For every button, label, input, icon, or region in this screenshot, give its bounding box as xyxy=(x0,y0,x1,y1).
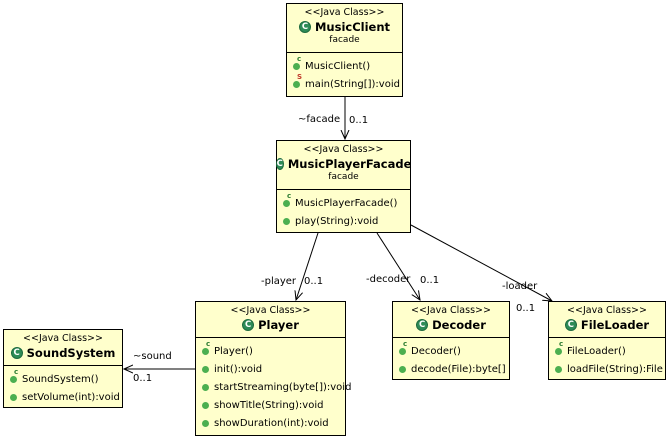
operation-row[interactable]: init():void xyxy=(196,360,345,378)
operation-row[interactable]: loadFile(String):File xyxy=(549,360,665,378)
operation-label: startStreaming(byte[]):void xyxy=(214,381,352,393)
constructor-icon: c xyxy=(555,340,563,355)
operation-label: FileLoader() xyxy=(567,345,626,357)
public-method-icon xyxy=(202,365,209,373)
operation-label: main(String[]):void xyxy=(305,78,400,90)
role-label-decoder: -decoder xyxy=(366,274,411,285)
stereotype-label: <<Java Class>> xyxy=(411,305,491,316)
multiplicity-label-loader: 0..1 xyxy=(516,303,536,314)
role-label-loader: -loader xyxy=(502,281,538,292)
operation-row[interactable]: startStreaming(byte[]):void xyxy=(196,378,351,396)
class-icon: C xyxy=(242,319,255,331)
constructor-icon: c xyxy=(202,340,210,355)
class-icon: C xyxy=(10,347,23,359)
stereotype-label: <<Java Class>> xyxy=(23,333,103,344)
stereotype-label: <<Java Class>> xyxy=(304,7,385,18)
class-name: MusicClient xyxy=(314,20,391,34)
public-method-icon xyxy=(202,419,209,427)
constructor-icon: c xyxy=(283,192,291,207)
attributes-separator xyxy=(287,52,402,53)
stereotype-label: <<Java Class>> xyxy=(303,144,384,155)
role-label-player: -player xyxy=(261,276,297,287)
operation-row[interactable]: c FileLoader() xyxy=(549,340,665,360)
public-method-icon xyxy=(202,383,209,391)
class-icon: C xyxy=(298,21,311,33)
class-name: Decoder xyxy=(432,318,486,332)
stereotype-label: <<Java Class>> xyxy=(230,305,311,316)
multiplicity-label-decoder: 0..1 xyxy=(420,275,440,286)
operation-row[interactable]: setVolume(int):void xyxy=(4,388,122,406)
operation-row[interactable]: c SoundSystem() xyxy=(4,368,122,388)
multiplicity-label-facade: 0..1 xyxy=(349,115,369,126)
operation-label: MusicPlayerFacade() xyxy=(295,197,398,209)
operation-row[interactable]: c Player() xyxy=(196,340,345,360)
role-label-sound: ~sound xyxy=(133,351,172,362)
stereotype-label: <<Java Class>> xyxy=(567,305,647,316)
operation-label: MusicClient() xyxy=(305,60,371,72)
operation-row[interactable]: c Decoder() xyxy=(393,340,509,360)
class-icon: C xyxy=(275,158,284,170)
public-method-icon xyxy=(283,217,290,225)
edge-facade-to-player xyxy=(296,232,319,300)
operation-label: play(String):void xyxy=(295,215,379,227)
constructor-icon: c xyxy=(293,55,301,70)
operation-label: SoundSystem() xyxy=(22,373,99,385)
operation-row[interactable]: play(String):void xyxy=(277,212,410,230)
operation-row[interactable]: decode(File):byte[] xyxy=(393,360,509,378)
operation-row[interactable]: showDuration(int):void xyxy=(196,414,345,432)
role-label-facade: ~facade xyxy=(298,114,341,125)
operation-label: showDuration(int):void xyxy=(214,417,329,429)
constructor-icon: c xyxy=(399,340,407,355)
public-method-icon xyxy=(10,393,17,401)
operation-label: decode(File):byte[] xyxy=(411,363,506,375)
multiplicity-label-sound: 0..1 xyxy=(133,373,153,384)
public-method-icon xyxy=(555,365,562,373)
class-name: Player xyxy=(258,318,299,332)
public-method-icon xyxy=(399,365,406,373)
package-label: facade xyxy=(329,35,360,45)
operation-label: loadFile(String):File xyxy=(567,363,663,375)
operation-label: init():void xyxy=(214,363,263,375)
constructor-icon: c xyxy=(10,368,18,383)
class-name: FileLoader xyxy=(580,318,650,332)
multiplicity-label-player: 0..1 xyxy=(304,276,324,287)
attributes-separator xyxy=(196,337,345,338)
class-name: MusicPlayerFacade xyxy=(287,157,412,171)
operation-label: showTitle(String):void xyxy=(214,399,324,411)
operation-row[interactable]: showTitle(String):void xyxy=(196,396,345,414)
class-name: SoundSystem xyxy=(26,346,116,360)
public-method-icon xyxy=(202,401,209,409)
class-icon: C xyxy=(564,319,577,331)
operation-row[interactable]: c MusicClient() xyxy=(287,55,402,75)
operation-label: Player() xyxy=(214,345,253,357)
class-icon: C xyxy=(416,319,429,331)
edge-facade-to-decoder xyxy=(376,232,420,300)
attributes-separator xyxy=(277,189,410,190)
operation-label: Decoder() xyxy=(411,345,461,357)
attributes-separator xyxy=(393,337,509,338)
attributes-separator xyxy=(4,365,122,366)
attributes-separator xyxy=(549,337,665,338)
static-method-icon: S xyxy=(293,73,302,88)
operation-row[interactable]: c MusicPlayerFacade() xyxy=(277,192,410,212)
package-label: facade xyxy=(328,172,359,182)
operation-label: setVolume(int):void xyxy=(22,391,120,403)
